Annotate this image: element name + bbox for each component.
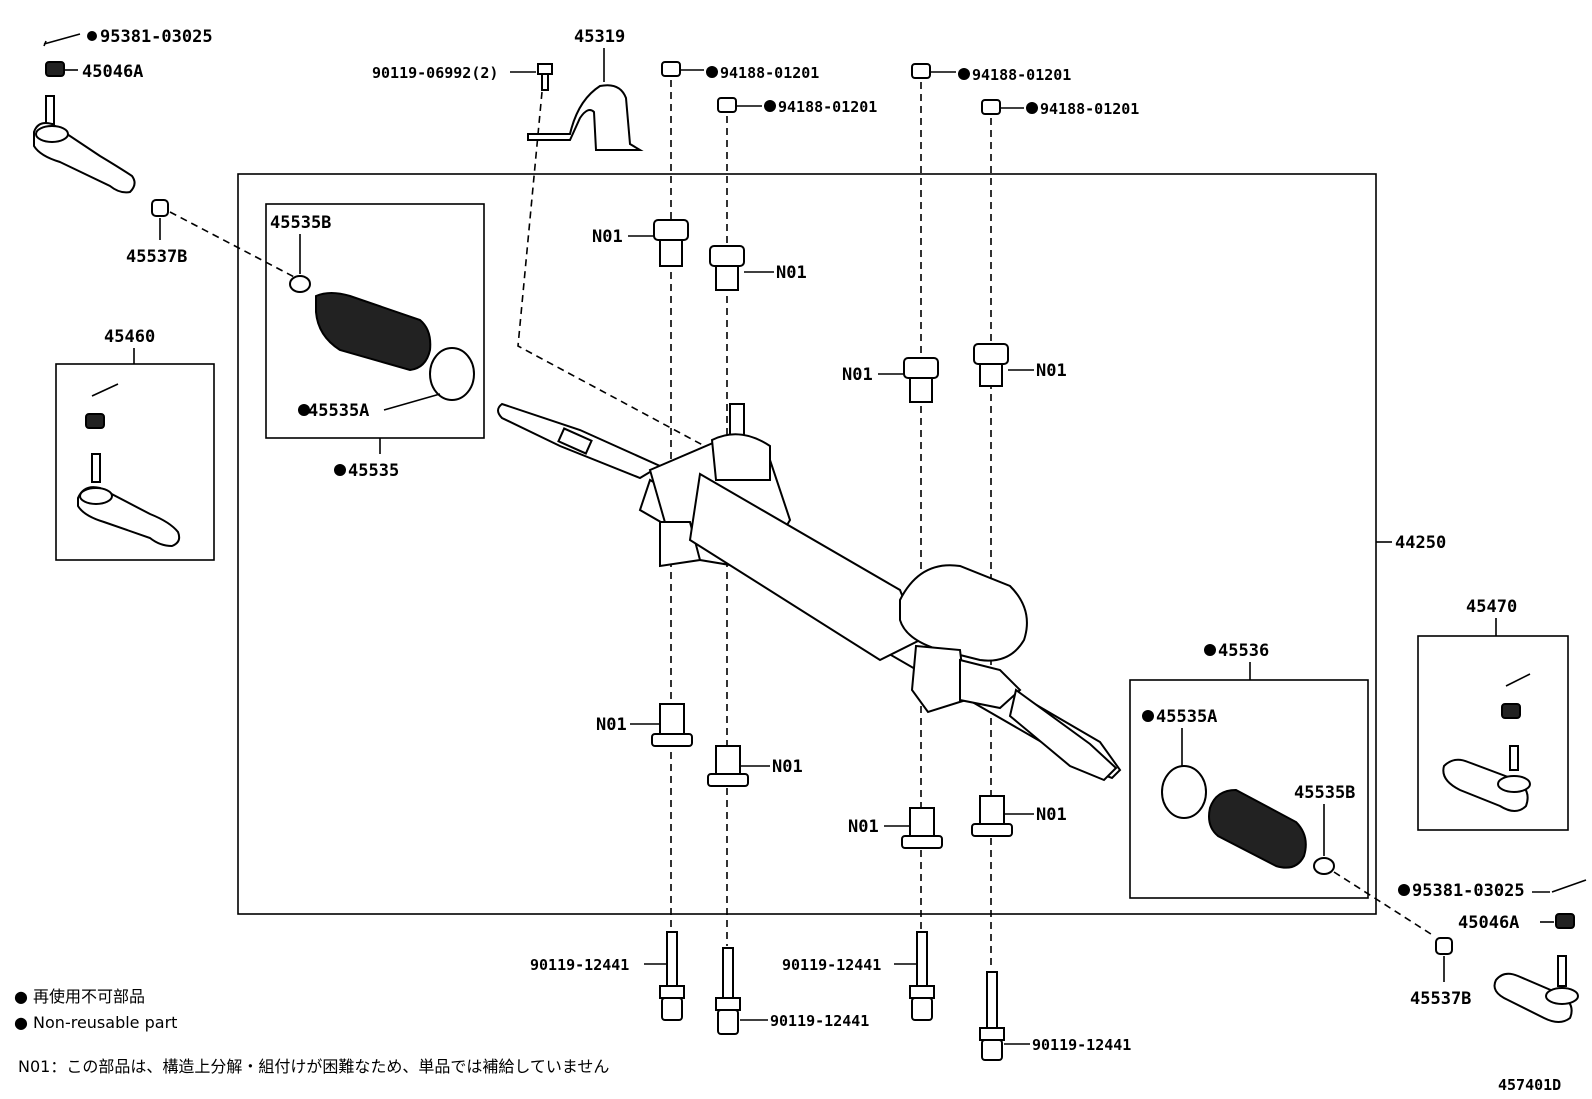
label-45046A-tl[interactable]: 45046A	[82, 62, 143, 82]
bushing-n01-5	[651, 703, 693, 747]
boot-right	[1208, 788, 1307, 869]
label-n01-7[interactable]: N01	[848, 817, 879, 837]
clamp-45535A-right	[1161, 765, 1207, 819]
label-45537B-tl[interactable]: 45537B	[126, 247, 187, 267]
bolt-90119-12441-1	[659, 931, 685, 1021]
nut-bottom-right	[1540, 913, 1575, 929]
label-45535B-l[interactable]: 45535B	[270, 213, 331, 233]
label-94188-d[interactable]: 94188-01201	[1040, 100, 1139, 118]
bolt-90119-12441-2	[715, 947, 741, 1035]
label-90119-12441-1[interactable]: 90119-12441	[530, 956, 629, 974]
label-95381-br[interactable]: 95381-03025	[1412, 881, 1525, 901]
label-n01-2[interactable]: N01	[776, 263, 807, 283]
label-94188-c[interactable]: 94188-01201	[972, 66, 1071, 84]
box-45470	[1417, 635, 1569, 831]
label-n01-1[interactable]: N01	[592, 227, 623, 247]
bushing-n01-2	[709, 245, 745, 291]
box-45535	[265, 203, 485, 439]
clamp-45535A-left	[429, 347, 475, 401]
legend-jp: ● 再使用不可部品	[14, 987, 145, 1006]
assembly-box-44250	[237, 173, 1377, 915]
clamp-45535B-right	[1313, 857, 1335, 875]
label-45460[interactable]: 45460	[104, 327, 155, 347]
box-45536	[1129, 679, 1369, 899]
legend-note: N01：この部品は、構造上分解・組付けが困難なため、単品では補給していません	[18, 1057, 609, 1076]
bushing-n01-8	[971, 795, 1013, 837]
steering-rack-housing-44250	[497, 402, 1122, 782]
label-90119-12441-2[interactable]: 90119-12441	[770, 1012, 869, 1030]
label-95381-tl[interactable]: 95381-03025	[100, 27, 213, 47]
clamp-45535B-left	[289, 275, 311, 293]
bushing-n01-3	[903, 357, 939, 403]
label-45536[interactable]: 45536	[1218, 641, 1269, 661]
cotter-pin-top-left	[43, 31, 97, 47]
label-94188-a[interactable]: 94188-01201	[720, 64, 819, 82]
label-90119-06992[interactable]: 90119-06992(2)	[372, 64, 498, 82]
label-45046A-br[interactable]: 45046A	[1458, 913, 1519, 933]
label-n01-8[interactable]: N01	[1036, 805, 1067, 825]
label-n01-5[interactable]: N01	[596, 715, 627, 735]
tie-rod-end-kit-45460	[77, 383, 181, 548]
bolt-90119-06992	[537, 63, 553, 91]
tie-rod-end-kit-45470	[1442, 673, 1531, 812]
boot-left	[315, 292, 432, 372]
bolt-90119-12441-3	[909, 931, 935, 1021]
label-45470[interactable]: 45470	[1466, 597, 1517, 617]
nut-94188-d	[981, 99, 1038, 115]
label-n01-3[interactable]: N01	[842, 365, 873, 385]
bushing-n01-4	[973, 343, 1009, 387]
tie-rod-end-bottom-right	[1493, 955, 1579, 1023]
label-n01-4[interactable]: N01	[1036, 361, 1067, 381]
label-45537B-br[interactable]: 45537B	[1410, 989, 1471, 1009]
spacer-45537B-tl	[151, 199, 169, 217]
label-90119-12441-4[interactable]: 90119-12441	[1032, 1036, 1131, 1054]
label-45535B-r[interactable]: 45535B	[1294, 783, 1355, 803]
spacer-45537B-br	[1435, 937, 1453, 955]
label-45319[interactable]: 45319	[574, 27, 625, 47]
diagram-id: 457401D	[1498, 1076, 1561, 1094]
label-90119-12441-3[interactable]: 90119-12441	[782, 956, 881, 974]
label-45535[interactable]: 45535	[348, 461, 399, 481]
nut-94188-a	[661, 61, 718, 78]
label-45535A-l[interactable]: 45535A	[308, 401, 369, 421]
box-45460	[55, 363, 215, 561]
bushing-n01-1	[653, 219, 689, 267]
bushing-n01-7	[901, 807, 943, 849]
nut-94188-c	[911, 63, 970, 80]
nut-94188-b	[717, 97, 776, 113]
cotter-pin-bottom-right	[1532, 879, 1587, 893]
bracket-45319	[527, 84, 644, 151]
bushing-n01-6	[707, 745, 749, 787]
legend-en: ● Non-reusable part	[14, 1013, 177, 1032]
tie-rod-end-top-left	[33, 95, 136, 194]
bolt-90119-12441-4	[979, 971, 1005, 1061]
label-n01-6[interactable]: N01	[772, 757, 803, 777]
label-94188-b[interactable]: 94188-01201	[778, 98, 877, 116]
label-44250[interactable]: 44250	[1395, 533, 1446, 553]
nut-top-left	[45, 61, 78, 77]
label-45535A-r[interactable]: 45535A	[1156, 707, 1217, 727]
